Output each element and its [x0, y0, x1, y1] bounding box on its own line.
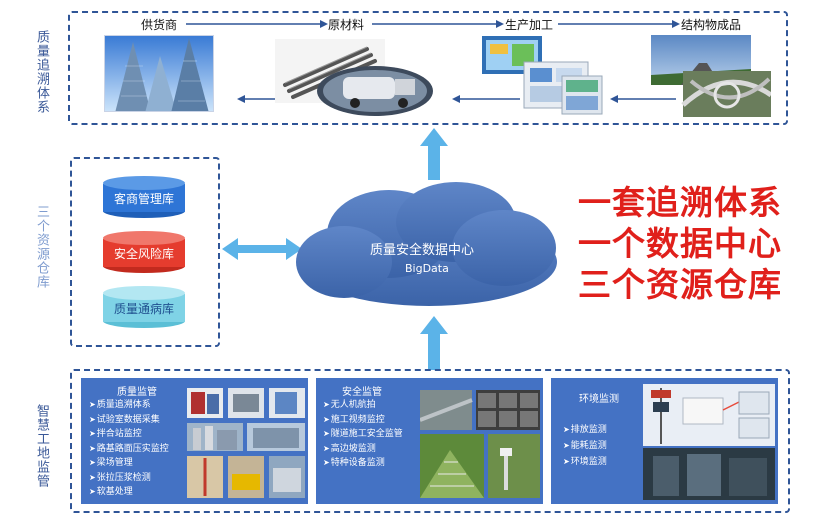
db-safety-risk: 安全风险库 [103, 231, 185, 273]
slogan-line-3: 三个资源仓库 [578, 265, 782, 304]
safety-monitoring-panel: 安全监管 无人机航拍 施工视频监控 隧道施工安全监管 高边坡监测 特种设备监测 [316, 378, 543, 504]
safety-monitoring-list: 无人机航拍 施工视频监控 隧道施工安全监管 高边坡监测 特种设备监测 [323, 398, 403, 471]
list-item: 质量追溯体系 [89, 398, 169, 413]
quality-monitoring-list: 质量追溯体系 试验室数据采集 拌合站监控 路基路面压实监控 梁场管理 张拉压浆检… [89, 398, 169, 500]
chain-label-finished-structure: 结构物成品 [681, 18, 742, 32]
list-item: 试验室数据采集 [89, 413, 169, 428]
environment-monitoring-photos [643, 384, 775, 500]
resources-box [70, 157, 220, 347]
monitoring-box [70, 369, 790, 513]
data-center-subtitle: BigData [405, 262, 449, 275]
list-item: 路基路面压实监控 [89, 442, 169, 457]
quality-monitoring-photos [187, 388, 305, 498]
raw-material-rebar-truck-image [275, 39, 433, 116]
traceability-side-label: 质量追溯体系 [34, 30, 49, 114]
db-safety-risk-label: 安全风险库 [113, 247, 174, 261]
double-arrow-resources-cloud [222, 238, 302, 260]
environment-monitoring-list: 排放监测 能耗监测 环境监测 [563, 422, 607, 470]
traceability-box [68, 11, 788, 125]
list-item: 环境监测 [563, 454, 607, 470]
chain-label-raw-material: 原材料 [328, 18, 365, 32]
db-merchant-management-label: 客商管理库 [113, 192, 174, 206]
data-center-title: 质量安全数据中心 [370, 243, 475, 258]
data-center-cloud [296, 182, 557, 306]
slogan-line-2: 一个数据中心 [578, 224, 782, 263]
list-item: 排放监测 [563, 422, 607, 438]
safety-monitoring-title: 安全监管 [342, 387, 382, 398]
list-item: 施工视频监控 [323, 413, 403, 428]
supplier-buildings-image [104, 35, 214, 112]
monitoring-side-label: 智慧工地监管 [34, 404, 49, 488]
chain-label-production: 生产加工 [505, 18, 554, 32]
list-item: 特种设备监测 [323, 456, 403, 471]
safety-monitoring-photos [420, 390, 540, 498]
finished-highway-image [651, 35, 771, 117]
db-quality-defects: 质量通病库 [103, 286, 185, 328]
production-screens-image [482, 36, 603, 115]
list-item: 隧道施工安全监管 [323, 427, 403, 442]
list-item: 能耗监测 [563, 438, 607, 454]
up-arrow-from-monitoring [420, 316, 448, 370]
list-item: 梁场管理 [89, 456, 169, 471]
list-item: 张拉压浆检测 [89, 471, 169, 486]
list-item: 软基处理 [89, 485, 169, 500]
list-item: 拌合站监控 [89, 427, 169, 442]
environment-monitoring-panel: 环境监测 排放监测 能耗监测 环境监测 [551, 378, 778, 504]
slogan-line-1: 一套追溯体系 [578, 183, 782, 222]
environment-monitoring-title: 环境监测 [579, 394, 619, 405]
list-item: 无人机航拍 [323, 398, 403, 413]
db-merchant-management: 客商管理库 [103, 176, 185, 218]
resources-side-label: 三个资源仓库 [34, 205, 49, 289]
quality-monitoring-title: 质量监管 [117, 387, 157, 398]
list-item: 高边坡监测 [323, 442, 403, 457]
up-arrow-to-traceability [420, 128, 448, 180]
db-quality-defects-label: 质量通病库 [113, 302, 174, 316]
chain-label-supplier: 供货商 [141, 18, 178, 32]
quality-monitoring-panel: 质量监管 质量追溯体系 试验室数据采集 拌合站监控 路基路面压实监控 梁场管理 … [81, 378, 308, 504]
